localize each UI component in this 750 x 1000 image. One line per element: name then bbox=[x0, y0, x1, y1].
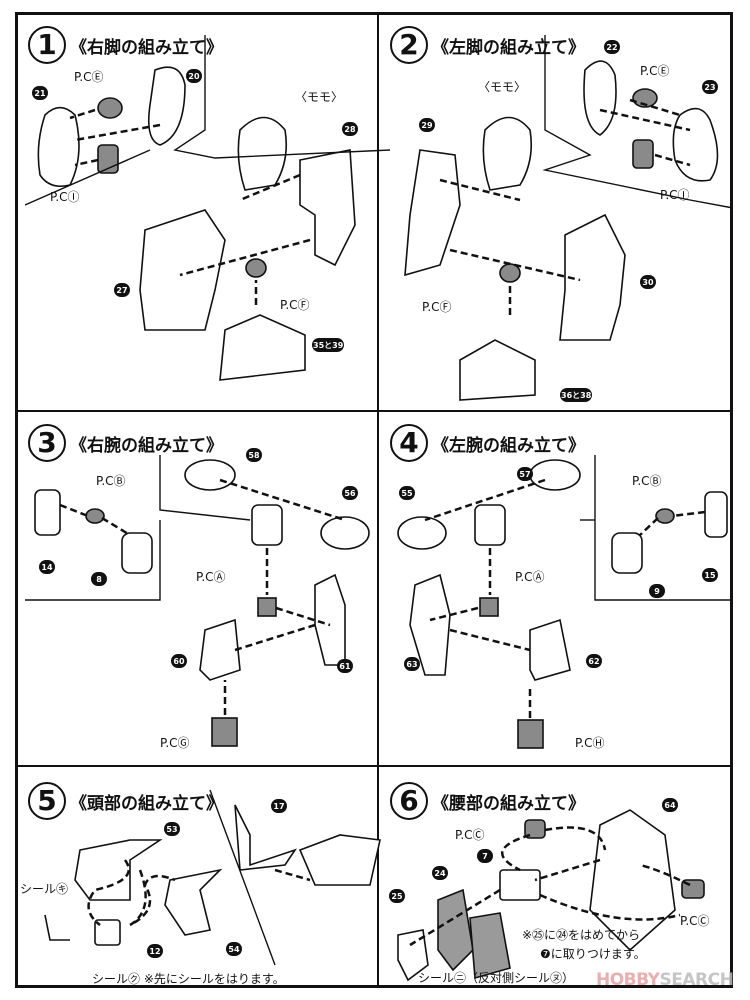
step-title: 《腰部の組み立て》 bbox=[432, 793, 585, 814]
pc-label: P.CⒶ bbox=[196, 570, 226, 584]
watermark: HOBBYSEARCH bbox=[596, 970, 734, 990]
step-title: 《頭部の組み立て》 bbox=[70, 793, 223, 814]
part-number: 55 bbox=[399, 486, 415, 500]
part-number: 27 bbox=[114, 283, 130, 297]
step-3-heading: 3 《右腕の組み立て》 bbox=[28, 424, 223, 462]
sticker-label: シール㋥（反対側シール㋦） bbox=[418, 971, 575, 985]
pc-label: P.CⒾ bbox=[660, 188, 690, 202]
pc-label: P.CⒸ bbox=[680, 914, 710, 928]
step-4-heading: 4 《左腕の組み立て》 bbox=[390, 424, 585, 462]
step-number: 1 bbox=[28, 26, 66, 64]
part-number: 22 bbox=[604, 40, 620, 54]
part-name-label: 〈モモ〉 bbox=[295, 90, 344, 104]
pc-label: P.CⒺ bbox=[640, 64, 670, 78]
part-number: 7 bbox=[477, 849, 493, 863]
part-number: 62 bbox=[586, 654, 602, 668]
part-number: 28 bbox=[342, 122, 358, 136]
pc-label: P.CⒷ bbox=[96, 474, 126, 488]
step-title: 《右腕の組み立て》 bbox=[70, 435, 223, 456]
step-number: 2 bbox=[390, 26, 428, 64]
assembly-note: ※㉕に㉔をはめてから bbox=[522, 928, 641, 942]
watermark-brand: HOBBY bbox=[596, 970, 660, 990]
step-5-heading: 5 《頭部の組み立て》 bbox=[28, 782, 223, 820]
pc-label: P.CⒷ bbox=[632, 474, 662, 488]
step-number: 3 bbox=[28, 424, 66, 462]
part-number: 60 bbox=[171, 654, 187, 668]
part-number: 14 bbox=[39, 560, 55, 574]
step-number: 6 bbox=[390, 782, 428, 820]
part-number: 25 bbox=[389, 889, 405, 903]
part-number: 9 bbox=[649, 584, 665, 598]
step-2-heading: 2 《左脚の組み立て》 bbox=[390, 26, 585, 64]
pc-label: P.CⒾ bbox=[50, 190, 80, 204]
pc-label: P.CⒶ bbox=[515, 570, 545, 584]
divider bbox=[15, 765, 733, 767]
part-number: 23 bbox=[702, 80, 718, 94]
instruction-sheet-frame bbox=[15, 12, 733, 988]
step-title: 《左腕の組み立て》 bbox=[432, 435, 585, 456]
pc-label: P.CⒽ bbox=[575, 736, 605, 750]
divider bbox=[15, 410, 733, 412]
part-number: 17 bbox=[271, 799, 287, 813]
pc-label: P.CⒼ bbox=[160, 736, 190, 750]
pc-label: P.CⒻ bbox=[280, 298, 310, 312]
step-6-heading: 6 《腰部の組み立て》 bbox=[390, 782, 585, 820]
divider bbox=[377, 12, 379, 988]
pc-label: P.CⒻ bbox=[422, 300, 452, 314]
part-number: 20 bbox=[186, 69, 202, 83]
part-number: 29 bbox=[419, 118, 435, 132]
part-number: 35と39 bbox=[312, 338, 345, 352]
sticker-label: シール㋖ bbox=[20, 882, 69, 896]
step-1-heading: 1 《右脚の組み立て》 bbox=[28, 26, 223, 64]
part-number: 36と38 bbox=[560, 388, 593, 402]
part-number: 57 bbox=[517, 467, 533, 481]
part-number: 56 bbox=[342, 486, 358, 500]
part-number: 61 bbox=[337, 659, 353, 673]
part-number: 64 bbox=[662, 798, 678, 812]
part-number: 53 bbox=[164, 822, 180, 836]
part-number: 12 bbox=[147, 944, 163, 958]
pc-label: P.CⒺ bbox=[74, 70, 104, 84]
pc-label: P.CⒸ bbox=[455, 828, 485, 842]
part-number: 21 bbox=[32, 86, 48, 100]
part-number: 30 bbox=[640, 275, 656, 289]
part-number: 24 bbox=[432, 866, 448, 880]
watermark-suffix: SEARCH bbox=[659, 970, 734, 990]
part-number: 8 bbox=[91, 572, 107, 586]
step-title: 《左脚の組み立て》 bbox=[432, 37, 585, 58]
part-name-label: 〈モモ〉 bbox=[478, 80, 527, 94]
part-number: 54 bbox=[226, 942, 242, 956]
part-number: 15 bbox=[702, 568, 718, 582]
step-number: 4 bbox=[390, 424, 428, 462]
part-number: 58 bbox=[246, 448, 262, 462]
assembly-note: ❼に取りつけます。 bbox=[540, 947, 646, 961]
step-title: 《右脚の組み立て》 bbox=[70, 37, 223, 58]
sticker-note: シール㋗ ※先にシールをはります。 bbox=[92, 972, 285, 986]
part-number: 63 bbox=[404, 657, 420, 671]
step-number: 5 bbox=[28, 782, 66, 820]
